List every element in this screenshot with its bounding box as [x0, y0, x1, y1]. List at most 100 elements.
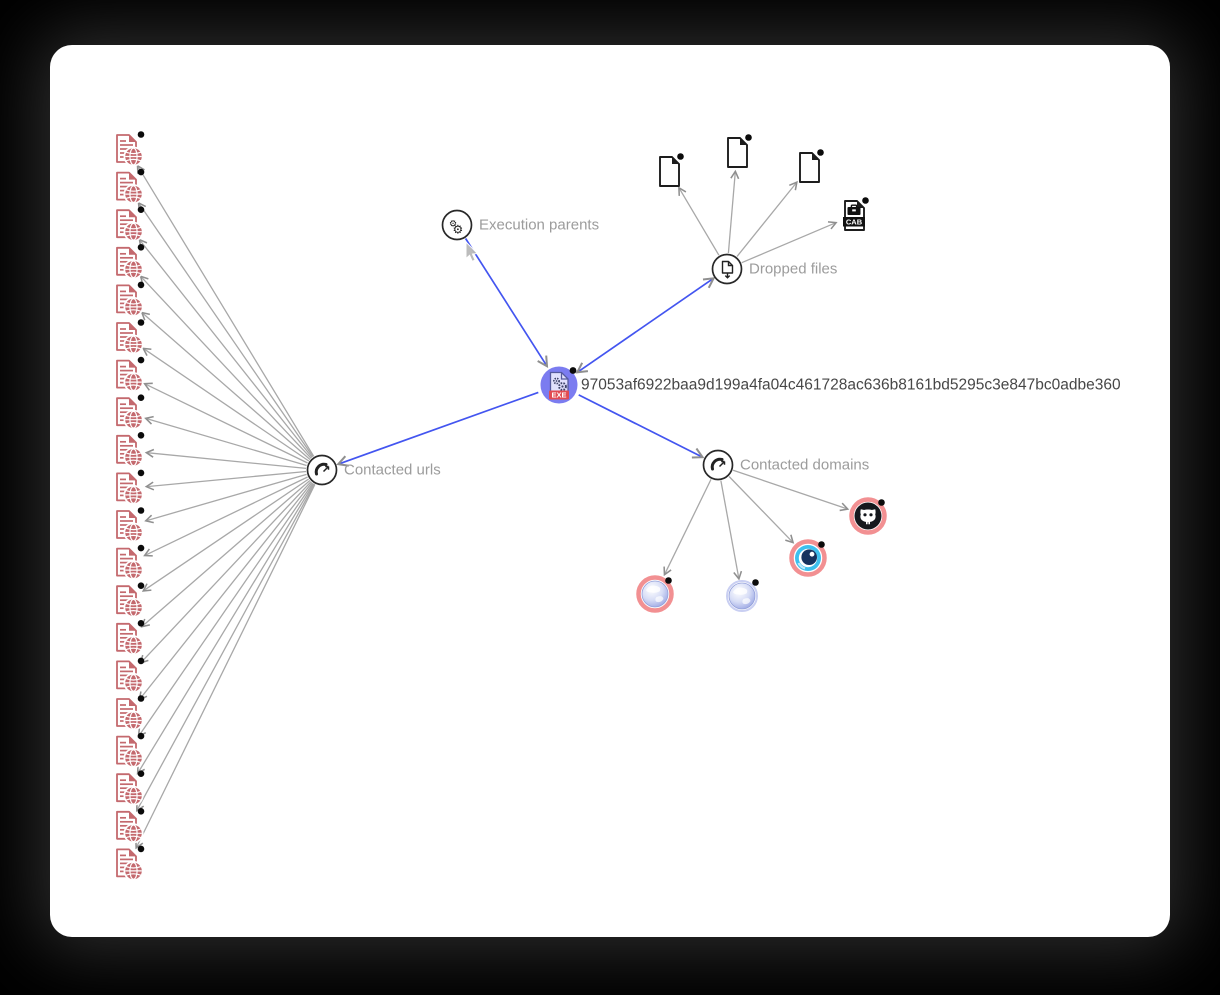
- group-node-contacted-domains[interactable]: Contacted domains: [702, 449, 870, 481]
- url-node-8[interactable]: [116, 394, 145, 431]
- edge-contacted-urls-url-1: [136, 164, 315, 457]
- expand-dot: [752, 579, 759, 586]
- dropped-file-node-2[interactable]: [727, 134, 752, 168]
- central-hash-label[interactable]: 97053af6922baa9d199a4fa04c461728ac636b81…: [581, 377, 1121, 394]
- url-node-1[interactable]: [116, 131, 145, 168]
- edge-contacted-domains-domain-4: [732, 469, 850, 512]
- expand-dot: [137, 131, 145, 138]
- url-node-14[interactable]: [116, 620, 145, 657]
- expand-dot: [137, 507, 145, 514]
- url-icon[interactable]: [116, 434, 145, 469]
- url-icon[interactable]: [116, 810, 145, 845]
- expand-dot: [569, 367, 577, 374]
- url-node-5[interactable]: [116, 281, 145, 318]
- file-icon[interactable]: [659, 156, 680, 187]
- url-icon[interactable]: [116, 284, 145, 318]
- url-node-19[interactable]: [116, 808, 145, 845]
- group-label-execution-parents[interactable]: Execution parents: [479, 217, 599, 234]
- group-node-dropped-files[interactable]: Dropped files: [711, 253, 838, 285]
- expand-dot: [137, 356, 145, 364]
- edge-contacted-urls-url-17: [137, 482, 314, 738]
- exe-badge: [549, 390, 569, 400]
- github-favicon[interactable]: [853, 501, 883, 531]
- url-icon[interactable]: [116, 246, 145, 281]
- url-node-17[interactable]: [116, 732, 145, 769]
- url-node-13[interactable]: [116, 582, 145, 619]
- url-node-4[interactable]: [116, 243, 145, 281]
- url-icon[interactable]: [116, 547, 145, 581]
- url-icon[interactable]: [116, 171, 145, 206]
- file-icon[interactable]: [799, 152, 820, 183]
- url-icon[interactable]: [116, 585, 145, 619]
- graph-canvas[interactable]: [50, 45, 1170, 937]
- contacted-domains-circle[interactable]: [702, 449, 734, 481]
- expand-dot: [137, 620, 145, 627]
- edge-contacted-urls-url-13: [141, 478, 310, 592]
- edge-contacted-urls-url-11: [144, 473, 307, 524]
- url-icon[interactable]: [116, 660, 145, 694]
- url-node-20[interactable]: [116, 845, 145, 882]
- file-icon[interactable]: [727, 137, 748, 168]
- dropped-files-circle[interactable]: [711, 253, 743, 285]
- url-icon[interactable]: [116, 134, 145, 168]
- url-icon[interactable]: [116, 735, 145, 769]
- domain-node-1[interactable]: [636, 575, 674, 613]
- expand-dot: [137, 770, 145, 777]
- expand-dot: [137, 582, 145, 589]
- url-icon[interactable]: [116, 359, 145, 394]
- group-node-execution-parents[interactable]: Execution parents: [441, 209, 600, 241]
- contacted-urls-circle[interactable]: [306, 454, 338, 486]
- domain-node-3[interactable]: [789, 539, 827, 577]
- url-node-15[interactable]: [116, 657, 145, 694]
- url-icon[interactable]: [116, 209, 145, 243]
- edge-contacted-urls-url-19: [136, 483, 315, 813]
- url-icon[interactable]: [116, 322, 145, 356]
- expand-dot: [137, 695, 145, 702]
- url-icon[interactable]: [116, 622, 145, 657]
- url-node-9[interactable]: [116, 432, 145, 469]
- url-icon[interactable]: [116, 472, 145, 506]
- url-node-12[interactable]: [116, 544, 145, 581]
- globe-favicon[interactable]: [728, 582, 756, 610]
- url-icon[interactable]: [116, 397, 145, 431]
- edge-contacted-urls-url-20: [135, 484, 316, 850]
- domain-node-2[interactable]: [726, 579, 759, 612]
- expand-dot: [137, 432, 145, 439]
- expand-dot: [137, 732, 145, 740]
- url-node-11[interactable]: [116, 507, 145, 544]
- url-icon[interactable]: [116, 698, 145, 732]
- central-file-node[interactable]: EXE97053af6922baa9d199a4fa04c461728ac636…: [540, 366, 1121, 404]
- url-icon[interactable]: [116, 848, 145, 882]
- domain-node-4[interactable]: [849, 497, 887, 535]
- url-icon[interactable]: [116, 773, 145, 807]
- url-node-2[interactable]: [116, 168, 145, 206]
- url-node-10[interactable]: [116, 469, 145, 506]
- gear-small-icon: [553, 377, 560, 385]
- group-node-contacted-urls[interactable]: Contacted urls: [306, 454, 441, 486]
- expand-dot: [862, 197, 869, 204]
- edge-contacted-urls-url-9: [144, 448, 307, 470]
- group-label-contacted-urls[interactable]: Contacted urls: [344, 462, 441, 479]
- group-label-dropped-files[interactable]: Dropped files: [749, 261, 837, 278]
- edge-contacted-urls-url-14: [140, 480, 311, 628]
- dropped-file-node-3[interactable]: [799, 149, 824, 183]
- eye-favicon[interactable]: [793, 543, 823, 573]
- expand-dot: [137, 168, 145, 176]
- group-label-contacted-domains[interactable]: Contacted domains: [740, 457, 869, 474]
- edge-contacted-urls-url-2: [137, 201, 314, 458]
- expand-dot: [665, 577, 672, 584]
- dropped-file-node-4[interactable]: CAB: [842, 197, 869, 231]
- dropped-file-node-1[interactable]: [659, 153, 684, 187]
- expand-dot: [137, 394, 145, 401]
- url-node-7[interactable]: [116, 356, 145, 394]
- url-node-3[interactable]: [116, 206, 145, 243]
- expand-dot: [677, 153, 684, 160]
- globe-favicon[interactable]: [641, 580, 669, 608]
- edge-contacted-urls-url-18: [136, 483, 315, 775]
- url-icon[interactable]: [116, 510, 145, 544]
- url-node-16[interactable]: [116, 695, 145, 732]
- expand-dot: [817, 149, 824, 156]
- url-node-18[interactable]: [116, 770, 145, 807]
- url-node-6[interactable]: [116, 319, 145, 356]
